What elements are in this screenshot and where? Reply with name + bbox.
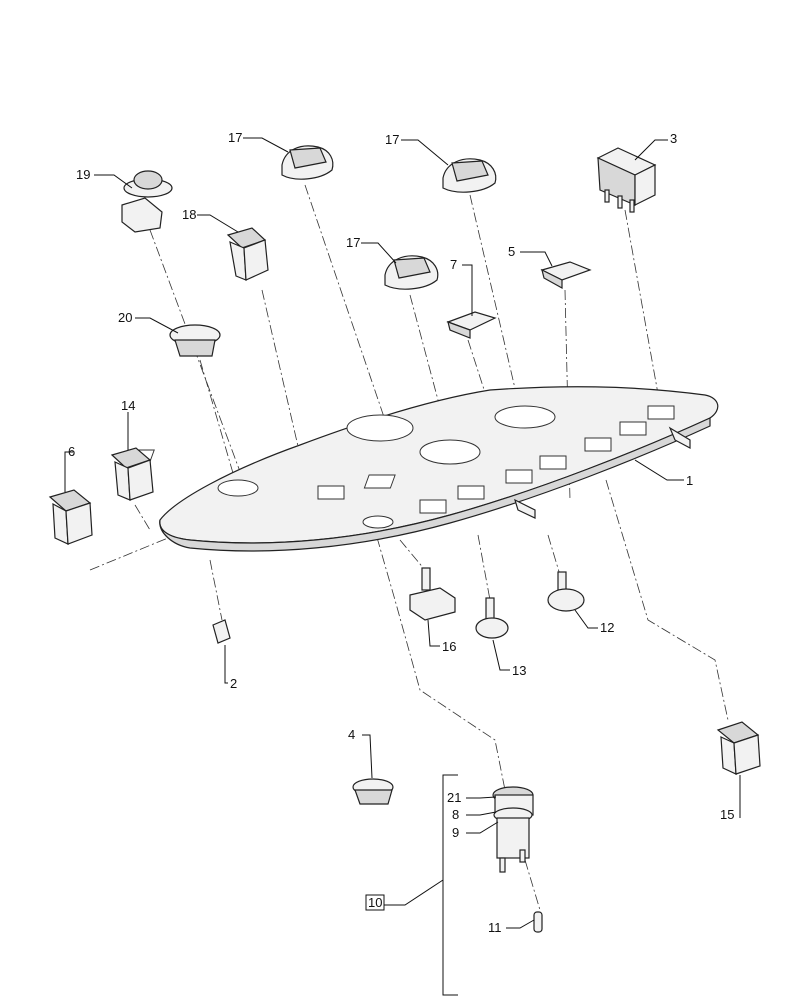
callout-3: 3: [670, 131, 677, 146]
potentiometer-part-13: [475, 597, 509, 639]
callout-14: 14: [121, 398, 135, 413]
callout-17-center: 17: [346, 235, 360, 250]
callout-9: 9: [452, 825, 459, 840]
clip-part-2: [212, 619, 231, 644]
switch-part-6: [48, 489, 93, 545]
callout-10: 10: [368, 895, 382, 910]
callout-20: 20: [118, 310, 132, 325]
cap-part-7: [446, 311, 497, 339]
bulb-part-11: [533, 911, 543, 933]
socket-assembly-parts-8-9-21: [492, 786, 534, 873]
potentiometer-part-12: [547, 571, 585, 612]
callout-17-right: 17: [385, 132, 399, 147]
callout-labels: 1 2 3 4 5 6 7 8 9 10 11 12 13 14 15 16 1…: [68, 130, 734, 935]
bracket-part-10: [365, 774, 458, 996]
plug-part-20: [169, 324, 221, 357]
knob-part-17-left: [281, 145, 334, 180]
switch-part-14: [110, 447, 154, 501]
callout-7: 7: [450, 257, 457, 272]
callout-18: 18: [182, 207, 196, 222]
callout-16: 16: [442, 639, 456, 654]
plug-part-4: [352, 778, 394, 805]
panel-part-1: [122, 386, 719, 552]
callout-12: 12: [600, 620, 614, 635]
callout-5: 5: [508, 244, 515, 259]
callout-19: 19: [76, 167, 90, 182]
callout-15: 15: [720, 807, 734, 822]
callout-4: 4: [348, 727, 355, 742]
potentiometer-part-16: [409, 567, 456, 621]
knob-part-17-center: [384, 255, 439, 290]
callout-2: 2: [230, 676, 237, 691]
callout-17-left: 17: [228, 130, 242, 145]
callout-6: 6: [68, 444, 75, 459]
leader-lines: [64, 137, 741, 929]
rocker-switch-part-3: [596, 147, 657, 213]
callout-1: 1: [686, 473, 693, 488]
switch-part-15: [716, 721, 761, 775]
knob-part-17-right: [442, 158, 497, 193]
switch-part-19: [121, 170, 173, 233]
callout-13: 13: [512, 663, 526, 678]
callout-21: 21: [447, 790, 461, 805]
callout-8: 8: [452, 807, 459, 822]
switch-part-18: [226, 227, 269, 281]
callout-11: 11: [488, 920, 502, 935]
cap-part-5: [540, 261, 592, 290]
